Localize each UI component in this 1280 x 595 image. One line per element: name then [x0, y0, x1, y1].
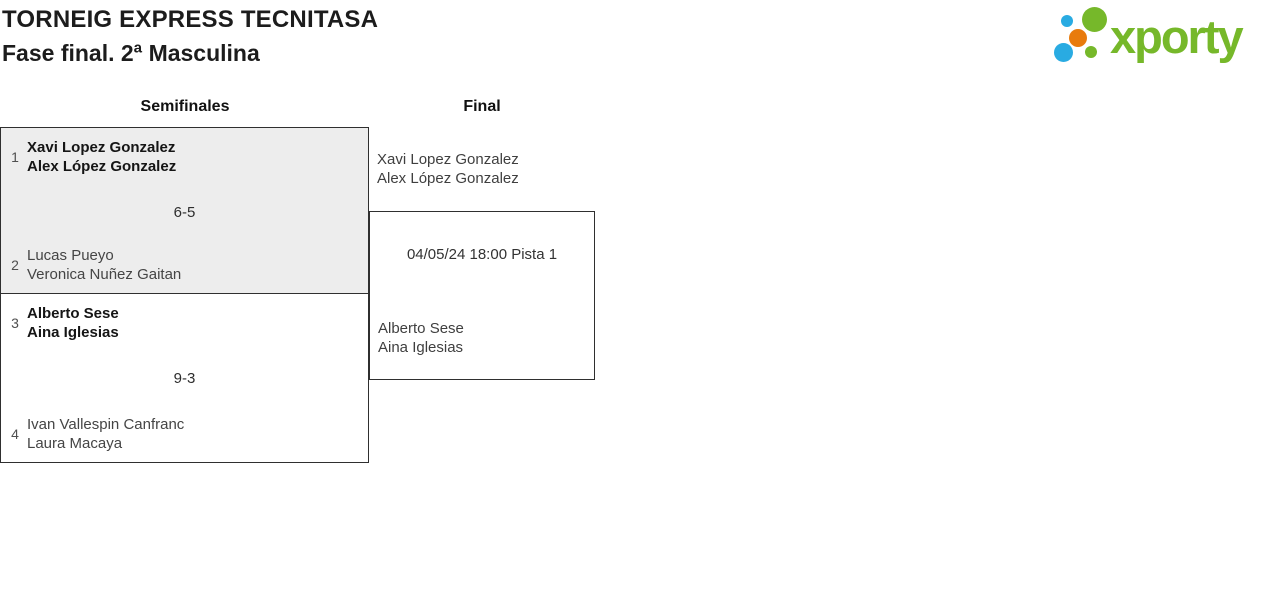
final-team-top: Xavi Lopez Gonzalez Alex López Gonzalez [377, 150, 519, 188]
semifinal2-team-top: Alberto Sese Aina Iglesias [27, 304, 119, 342]
player-name: Laura Macaya [27, 435, 123, 452]
semifinal2-team-bottom: Ivan Vallespin Canfranc Laura Macaya [27, 415, 184, 453]
logo-dot-green-large-icon [1082, 7, 1107, 32]
round-header-final: Final [463, 98, 501, 115]
player-name: Alex López Gonzalez [27, 158, 177, 175]
semifinal1-team-bottom: Lucas Pueyo Veronica Nuñez Gaitan [27, 246, 181, 284]
logo-dot-green-small-icon [1085, 46, 1097, 58]
player-name: Xavi Lopez Gonzalez [27, 139, 176, 156]
round-header-semifinales: Semifinales [140, 98, 230, 115]
final-team-bottom: Alberto Sese Aina Iglesias [378, 319, 464, 357]
player-name: Lucas Pueyo [27, 247, 114, 264]
logo-wordmark: xporty [1110, 10, 1244, 63]
match-score: 6-5 [173, 204, 196, 221]
xporty-logo[interactable]: xporty [1048, 6, 1278, 70]
player-name: Alberto Sese [27, 305, 119, 322]
final-match-box[interactable]: 04/05/24 18:00 Pista 1 Alberto Sese Aina… [369, 211, 595, 380]
match-schedule: 04/05/24 18:00 Pista 1 [406, 246, 558, 263]
player-name: Veronica Nuñez Gaitan [27, 266, 182, 283]
match-score: 9-3 [173, 370, 196, 387]
player-name: Aina Iglesias [27, 324, 119, 341]
seed-number: 4 [11, 426, 19, 442]
seed-number: 2 [11, 257, 19, 273]
player-name: Alberto Sese [378, 320, 464, 337]
player-name: Xavi Lopez Gonzalez [377, 151, 519, 168]
tournament-title: TORNEIG EXPRESS TECNITASA [2, 6, 379, 33]
logo-dot-orange-icon [1069, 29, 1087, 47]
logo-dot-blue-small-icon [1061, 15, 1073, 27]
seed-number: 1 [11, 149, 19, 165]
tournament-subtitle: Fase final. 2ª Masculina [2, 40, 260, 66]
player-name: Alex López Gonzalez [377, 170, 519, 187]
match-semifinal-2[interactable]: 3 Alberto Sese Aina Iglesias 9-3 4 Ivan … [0, 293, 369, 463]
logo-dot-blue-large-icon [1054, 43, 1073, 62]
player-name: Ivan Vallespin Canfranc [27, 416, 185, 433]
player-name: Aina Iglesias [378, 339, 464, 356]
seed-number: 3 [11, 315, 19, 331]
match-semifinal-1[interactable]: 1 Xavi Lopez Gonzalez Alex López Gonzale… [0, 127, 369, 294]
semifinal1-team-top: Xavi Lopez Gonzalez Alex López Gonzalez [27, 138, 176, 176]
